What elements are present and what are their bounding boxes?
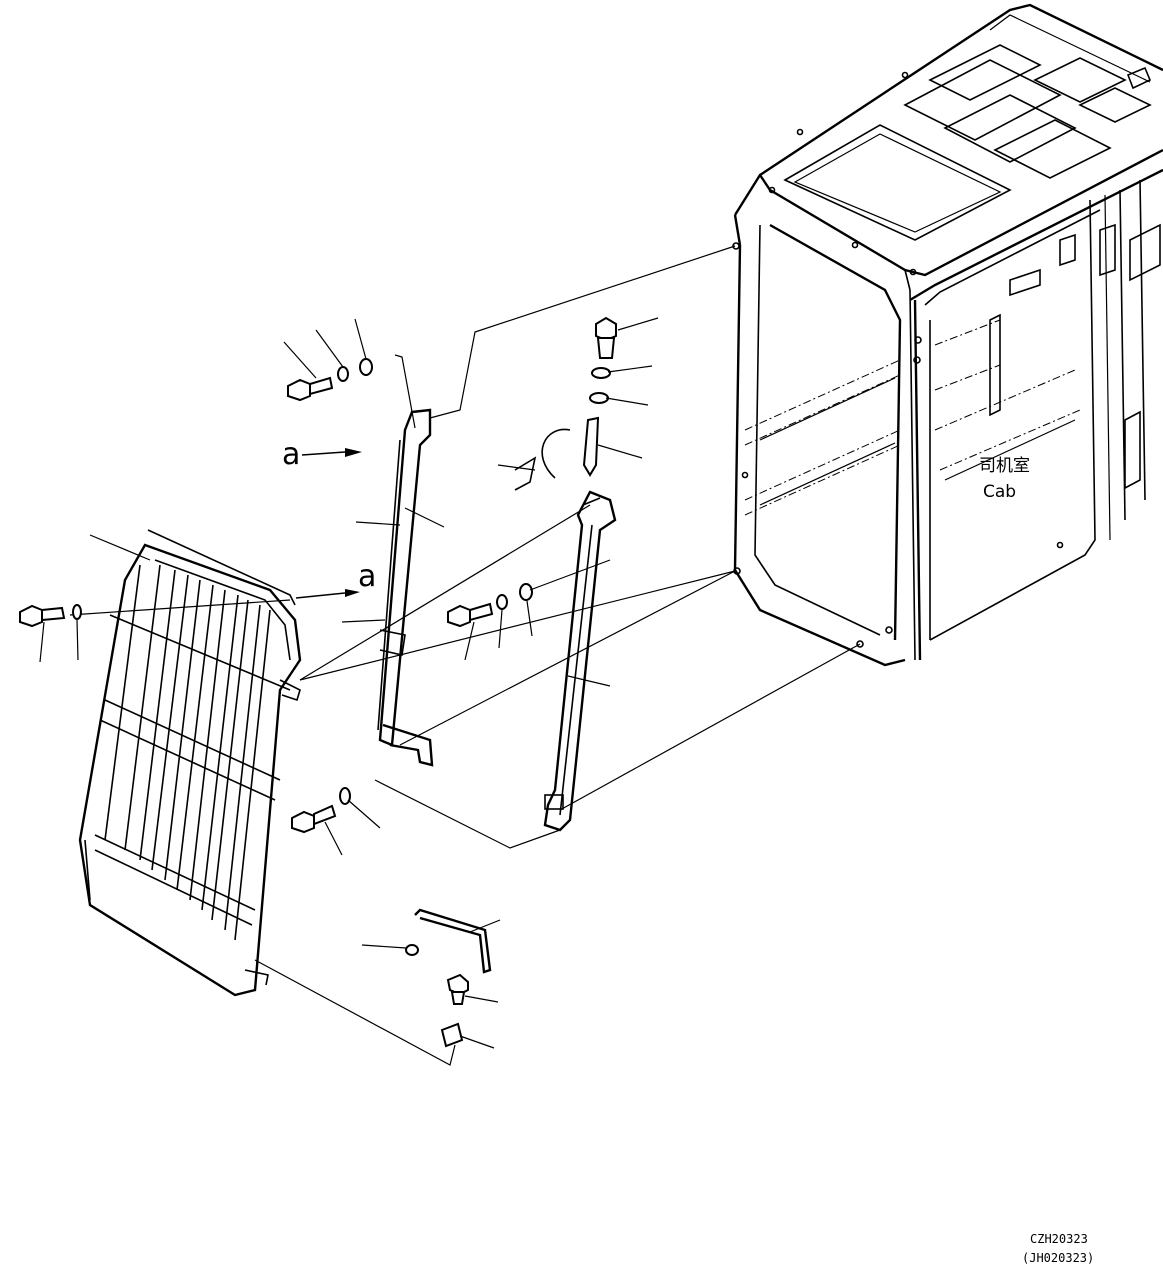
marker-a-lower: a	[295, 559, 376, 599]
cab-frame	[732, 3, 1163, 667]
left-bracket	[377, 408, 434, 767]
stay-rod	[543, 490, 617, 832]
callout-leaders	[39, 317, 659, 1049]
marker-a-lower-label: a	[358, 559, 376, 594]
fasteners	[19, 316, 617, 1048]
drawing-code-alt: (JH020323)	[1022, 1251, 1094, 1265]
drawing-code: CZH20323	[1030, 1232, 1088, 1246]
front-guard-grille	[78, 529, 302, 997]
marker-a-upper-label: a	[282, 437, 300, 472]
cab-label-english: Cab	[983, 482, 1016, 502]
marker-a-upper: a	[282, 437, 362, 472]
cab-label-chinese: 司机室	[979, 456, 1030, 476]
assembly-lines	[69, 245, 861, 1066]
